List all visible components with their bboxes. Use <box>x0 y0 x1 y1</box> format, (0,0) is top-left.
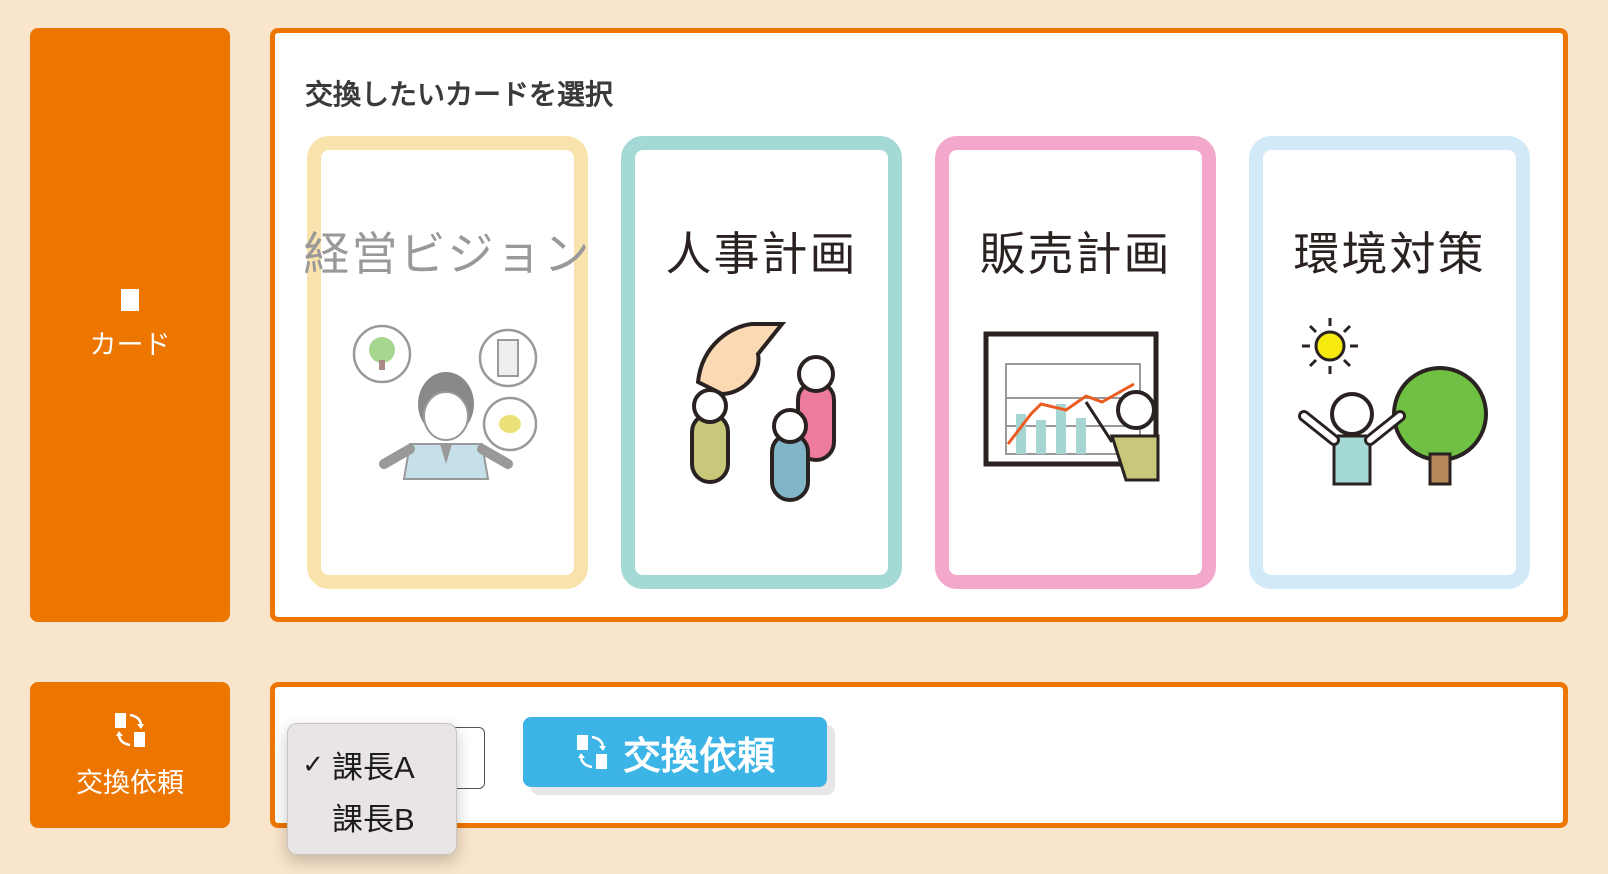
card-personnel-plan[interactable]: 人事計画 <box>621 136 902 589</box>
checkmark-icon: ✓ <box>302 748 324 779</box>
card-management-vision[interactable]: 経営ビジョン <box>304 136 590 589</box>
exchange-request-panel: 交換依頼 <box>270 682 1568 828</box>
dropdown-option-manager-a[interactable]: ✓ 課長A <box>288 738 456 790</box>
exchange-button-label: 交換依頼 <box>622 733 775 778</box>
exchange-icon <box>115 712 145 747</box>
exchange-section-label: 交換依頼 <box>30 682 230 828</box>
exchange-request-button[interactable]: 交換依頼 <box>523 717 827 787</box>
personnel-plan-illustration <box>689 322 836 502</box>
card-selection-panel: 交換したいカードを選択 経営ビジョン 人事計画 <box>270 28 1568 622</box>
card-title: 販売計画 <box>979 227 1172 281</box>
manager-dropdown-menu: ✓ 課長A 課長B <box>287 723 457 855</box>
sales-plan-illustration <box>983 331 1159 482</box>
panel-title: 交換したいカードを選択 <box>305 78 614 111</box>
card-title: 人事計画 <box>665 227 858 281</box>
card-title: 環境対策 <box>1293 227 1486 281</box>
manager-vision-illustration <box>352 324 537 480</box>
environment-plan-illustration <box>1297 318 1488 486</box>
option-label: 課長B <box>332 801 415 837</box>
cards-section-label: カード <box>30 28 230 622</box>
exchange-label-text: 交換依頼 <box>76 767 184 799</box>
card-sales-plan[interactable]: 販売計画 <box>935 136 1216 589</box>
option-label: 課長A <box>332 749 415 785</box>
cards-label-text: カード <box>89 329 171 361</box>
card-environment-plan[interactable]: 環境対策 <box>1249 136 1530 589</box>
card-list: 経営ビジョン 人事計画 <box>304 136 1530 589</box>
card-icon <box>121 288 139 311</box>
card-title: 経営ビジョン <box>303 227 592 281</box>
dropdown-option-manager-b[interactable]: 課長B <box>288 790 456 842</box>
exchange-icon <box>576 735 607 769</box>
